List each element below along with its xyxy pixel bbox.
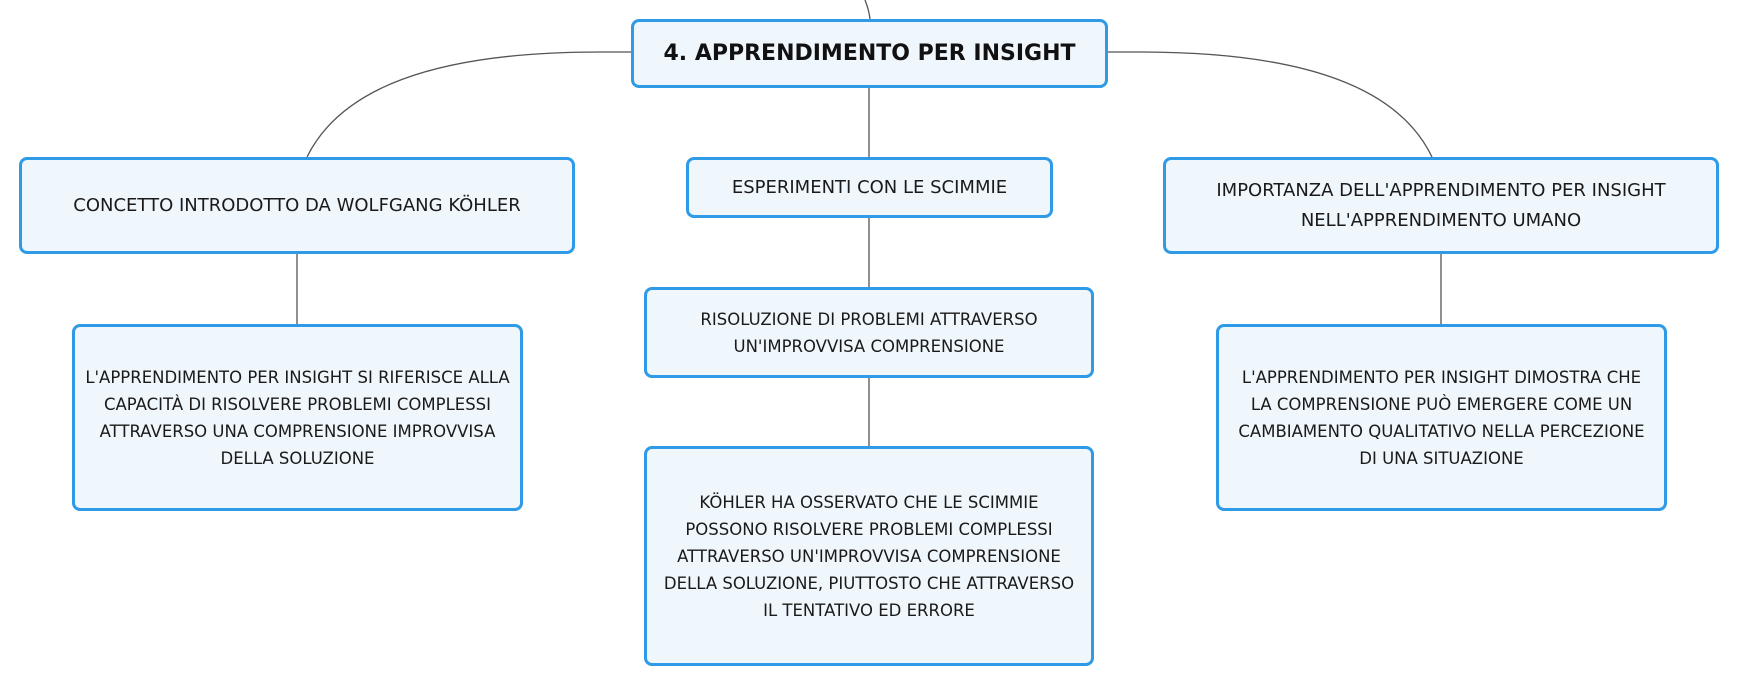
branch-node-importance[interactable]: IMPORTANZA DELL'APPRENDIMENTO PER INSIGH… [1163,157,1719,254]
subtopic-label-kohler-observation: KÖHLER HA OSSERVATO CHE LE SCIMMIE POSSO… [663,492,1075,620]
connector-root-to-importance [1108,51,1433,158]
subtopic-node-importance-detail[interactable]: L'APPRENDIMENTO PER INSIGHT DIMOSTRA CHE… [1216,324,1667,511]
subtopic-label-resolution: RISOLUZIONE DI PROBLEMI ATTRAVERSO UN'IM… [700,309,1038,356]
branch-node-experiments[interactable]: ESPERIMENTI CON LE SCIMMIE [686,157,1053,218]
subtopic-node-resolution[interactable]: RISOLUZIONE DI PROBLEMI ATTRAVERSO UN'IM… [644,287,1094,378]
connector-root-incoming [864,0,871,20]
branch-label-experiments: ESPERIMENTI CON LE SCIMMIE [731,176,1008,198]
subtopic-node-concept-detail[interactable]: L'APPRENDIMENTO PER INSIGHT SI RIFERISCE… [72,324,523,511]
branch-label-concept: CONCETTO INTRODOTTO DA WOLFGANG KÖHLER [73,194,521,216]
branch-label-importance: IMPORTANZA DELL'APPRENDIMENTO PER INSIGH… [1216,179,1666,231]
subtopic-label-concept-detail: L'APPRENDIMENTO PER INSIGHT SI RIFERISCE… [85,367,510,468]
central-topic-label: 4. APPRENDIMENTO PER INSIGHT [663,41,1076,66]
connector-root-to-concept [306,51,631,158]
central-topic-node[interactable]: 4. APPRENDIMENTO PER INSIGHT [631,19,1108,88]
subtopic-node-kohler-observation[interactable]: KÖHLER HA OSSERVATO CHE LE SCIMMIE POSSO… [644,446,1094,666]
subtopic-label-importance-detail: L'APPRENDIMENTO PER INSIGHT DIMOSTRA CHE… [1238,367,1645,468]
branch-node-concept[interactable]: CONCETTO INTRODOTTO DA WOLFGANG KÖHLER [19,157,575,254]
